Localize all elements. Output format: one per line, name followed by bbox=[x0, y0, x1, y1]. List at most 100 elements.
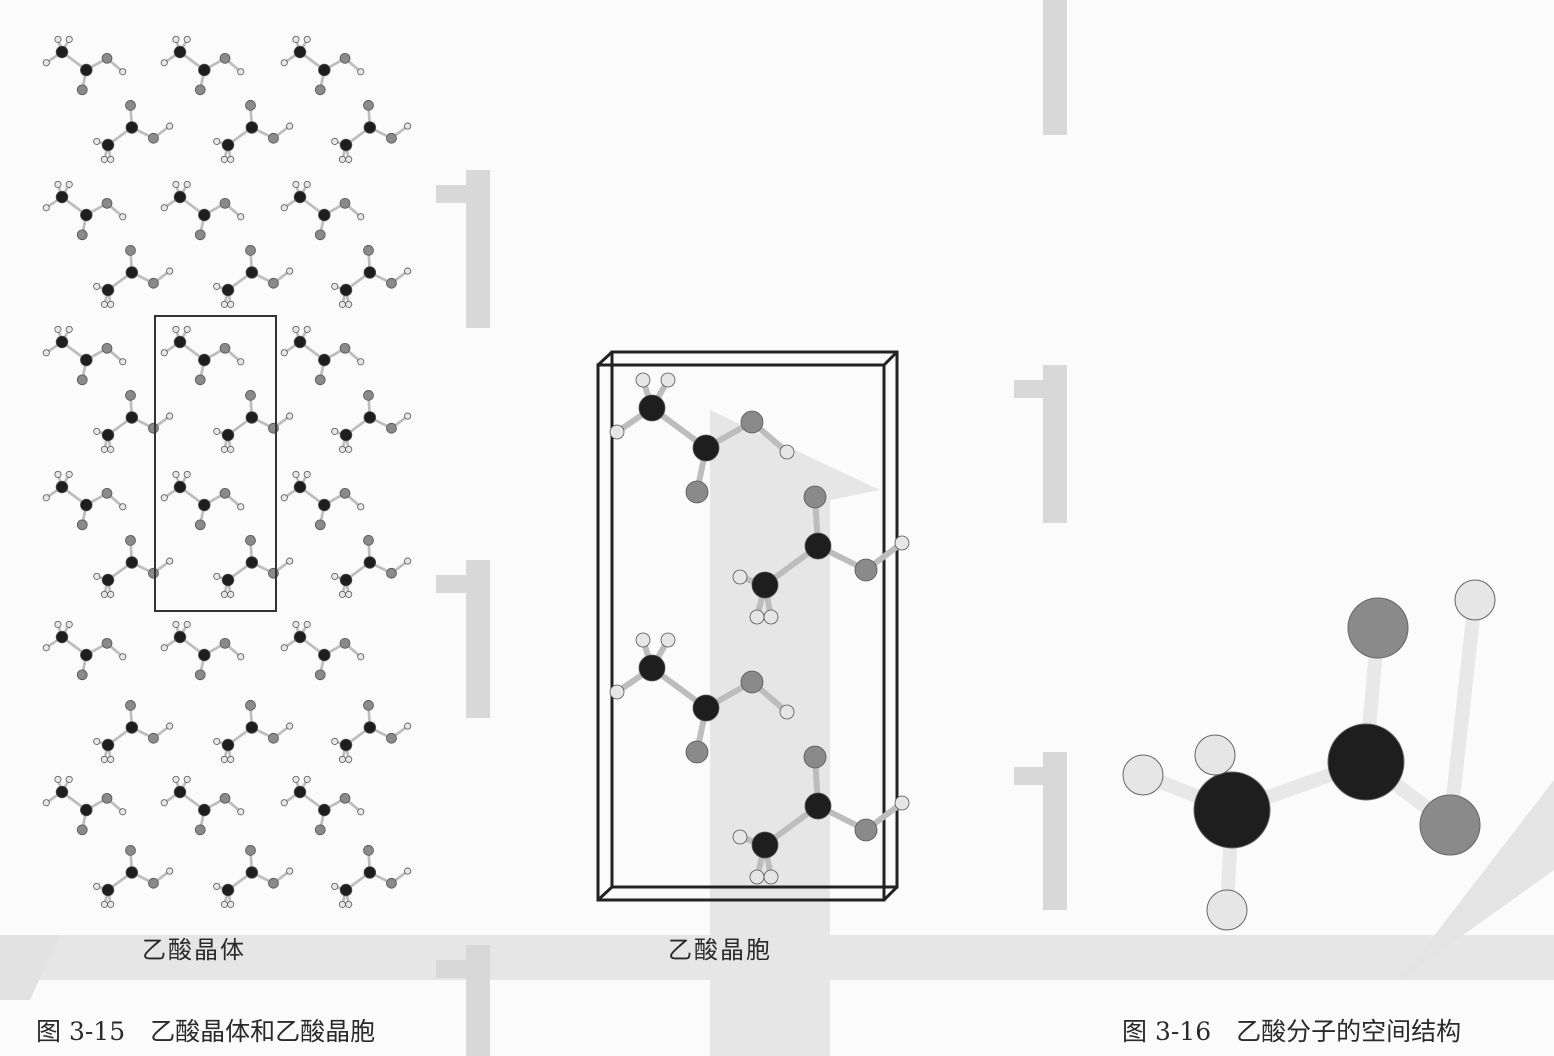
oxygen-atom bbox=[245, 535, 256, 546]
oxygen-atom bbox=[76, 824, 88, 836]
hydrogen-atom bbox=[183, 35, 191, 43]
hydrogen-atom bbox=[166, 557, 174, 565]
hydrogen-atom bbox=[54, 180, 62, 188]
oxygen-atom bbox=[245, 700, 256, 711]
hydrogen-atom bbox=[237, 653, 245, 661]
hydrogen-atom bbox=[404, 557, 412, 565]
hydrogen-atom bbox=[357, 503, 365, 511]
hydrogen-atom bbox=[54, 470, 62, 478]
hydrogen-atom bbox=[160, 644, 168, 652]
oxygen-atom bbox=[685, 480, 709, 504]
oxygen-atom bbox=[268, 732, 279, 744]
hydrogen-atom bbox=[166, 412, 174, 420]
hydrogen-atom bbox=[763, 609, 779, 625]
oxygen-atom bbox=[101, 487, 113, 499]
carbon-atom bbox=[80, 648, 93, 662]
carbon-atom bbox=[363, 721, 377, 734]
hydrogen-atom bbox=[172, 775, 180, 783]
oxygen-atom bbox=[386, 732, 397, 744]
hydrogen-atom bbox=[65, 620, 73, 628]
carbon-atom bbox=[638, 394, 666, 422]
molecule bbox=[213, 245, 294, 308]
hydrogen-atom bbox=[286, 412, 294, 420]
oxygen-atom bbox=[314, 824, 326, 836]
hydrogen-atom bbox=[404, 867, 412, 875]
carbon-atom bbox=[198, 63, 211, 77]
carbon-atom bbox=[804, 532, 832, 560]
oxygen-atom bbox=[101, 342, 113, 354]
hydrogen-atom bbox=[292, 180, 300, 188]
hydrogen-atom bbox=[338, 445, 346, 453]
carbon-atom bbox=[221, 428, 235, 442]
hydrogen-atom bbox=[338, 590, 346, 598]
carbon-atom bbox=[101, 883, 115, 897]
oxygen-atom bbox=[194, 519, 206, 531]
hydrogen-atom bbox=[286, 867, 294, 875]
carbon-atom bbox=[339, 138, 353, 152]
carbon-atom bbox=[101, 283, 115, 297]
unit-cell-label: 乙酸晶胞 bbox=[668, 936, 772, 964]
hydrogen-atom bbox=[227, 590, 235, 598]
hydrogen-atom bbox=[213, 282, 221, 290]
carbon-atom bbox=[173, 630, 187, 644]
hydrogen-atom bbox=[107, 445, 115, 453]
carbon-atom bbox=[101, 738, 115, 752]
hydrogen-atom bbox=[172, 620, 180, 628]
hydrogen-atom bbox=[286, 122, 294, 130]
carbon-atom bbox=[293, 335, 307, 349]
carbon-atom bbox=[293, 630, 307, 644]
hydrogen-atom bbox=[237, 503, 245, 511]
oxygen-atom bbox=[125, 700, 136, 711]
hydrogen-atom bbox=[292, 325, 300, 333]
carbon-atom bbox=[125, 411, 139, 424]
carbon-atom bbox=[55, 190, 69, 204]
hydrogen-atom bbox=[42, 644, 50, 652]
hydrogen-atom bbox=[227, 755, 235, 763]
oxygen-atom bbox=[76, 669, 88, 681]
carbon-atom bbox=[318, 648, 331, 662]
hydrogen-atom bbox=[357, 808, 365, 816]
carbon-atom bbox=[318, 498, 331, 512]
oxygen-atom bbox=[125, 100, 136, 111]
carbon-atom bbox=[198, 803, 211, 817]
hydrogen-atom bbox=[292, 470, 300, 478]
oxygen-atom bbox=[76, 374, 88, 386]
oxygen-atom bbox=[101, 197, 113, 209]
hydrogen-atom bbox=[635, 372, 651, 388]
molecule bbox=[280, 620, 365, 681]
hydrogen-atom bbox=[749, 869, 765, 885]
hydrogen-atom bbox=[65, 325, 73, 333]
oxygen-atom bbox=[339, 487, 351, 499]
hydrogen-atom bbox=[183, 325, 191, 333]
hydrogen-atom bbox=[227, 445, 235, 453]
molecule bbox=[160, 180, 245, 241]
hydrogen-atom bbox=[609, 684, 625, 700]
molecule bbox=[213, 390, 294, 453]
carbon-atom bbox=[318, 353, 331, 367]
molecule bbox=[93, 245, 174, 308]
carbon-atom bbox=[804, 792, 832, 820]
hydrogen-atom bbox=[160, 204, 168, 212]
hydrogen-atom bbox=[213, 882, 221, 890]
carbon-atom bbox=[125, 721, 139, 734]
carbon-atom bbox=[221, 738, 235, 752]
carbon-atom bbox=[198, 498, 211, 512]
oxygen-atom bbox=[101, 637, 113, 649]
hydrogen-atom bbox=[1454, 579, 1496, 621]
hydrogen-atom bbox=[172, 325, 180, 333]
oxygen-atom bbox=[339, 342, 351, 354]
oxygen-atom bbox=[125, 845, 136, 856]
oxygen-atom bbox=[219, 52, 231, 64]
oxygen-atom bbox=[363, 390, 374, 401]
oxygen-atom bbox=[194, 824, 206, 836]
hydrogen-atom bbox=[1122, 754, 1164, 796]
hydrogen-atom bbox=[107, 155, 115, 163]
hydrogen-atom bbox=[160, 799, 168, 807]
hydrogen-atom bbox=[100, 900, 108, 908]
hydrogen-atom bbox=[331, 572, 339, 580]
hydrogen-atom bbox=[338, 300, 346, 308]
oxygen-atom bbox=[314, 669, 326, 681]
hydrogen-atom bbox=[292, 775, 300, 783]
hydrogen-atom bbox=[286, 557, 294, 565]
oxygen-atom bbox=[245, 390, 256, 401]
